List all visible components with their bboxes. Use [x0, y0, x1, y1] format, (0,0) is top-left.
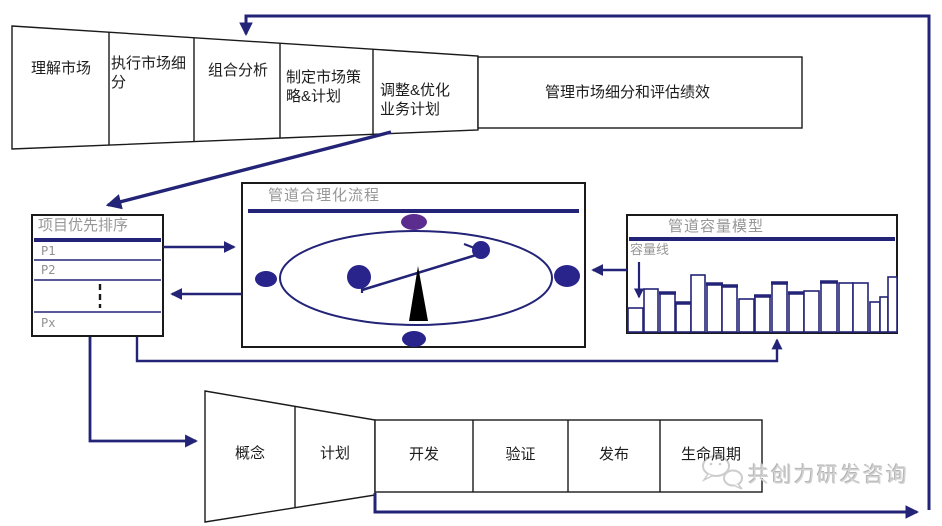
priority-row-p1: P1 [41, 244, 56, 258]
capacity-bar [754, 295, 771, 333]
capacity-bar [803, 290, 820, 333]
stage-label-portfolio-analysis: 组合分析 [207, 62, 268, 79]
capacity-bar [771, 282, 788, 333]
bottom-stage-verify: 验证 [505, 446, 536, 463]
stage-label-understand-market: 理解市场 [30, 60, 91, 77]
capacity-box-title: 管道容量模型 [668, 218, 765, 235]
top-funnel-shape [11, 25, 803, 150]
feedback-top-arrow [239, 14, 931, 510]
pipeline-box-title: 管道合理化流程 [268, 187, 381, 204]
capacity-bar [788, 292, 805, 333]
bottom-stage-release: 发布 [598, 446, 629, 463]
pipeline-ellipse [279, 230, 553, 326]
pipeline-box-shape [241, 182, 586, 348]
dot-left [255, 271, 277, 287]
bottom-stage-plan: 计划 [319, 445, 350, 462]
bottom-stage-develop: 开发 [408, 446, 439, 463]
dot-right [554, 265, 580, 287]
priority-box-title: 项目优先排序 [38, 217, 129, 234]
funnel-to-priority-arrow [105, 130, 392, 210]
capacity-bar [838, 282, 854, 333]
stage-label-market-strategy: 制定市场策略&计划 [286, 69, 362, 105]
seesaw-beam [361, 250, 487, 292]
capacity-title-underline [629, 237, 895, 241]
watermark-text: 共创力研发咨询 [748, 464, 909, 487]
stage-label-adjust-optimize: 调整&优化业务计划 [380, 82, 451, 118]
capacity-bar [887, 276, 898, 333]
dot-top [401, 214, 427, 230]
priority-to-bottom-funnel-arrow [88, 337, 198, 448]
capacity-bar [869, 301, 881, 333]
seesaw-ball-left [347, 265, 371, 289]
capacity-bar [738, 298, 755, 333]
capacity-bar [852, 282, 869, 333]
bottom-funnel-shape [204, 390, 763, 523]
manage-box-label: 管理市场细分和评估绩效 [545, 84, 711, 101]
capacity-line-label: 容量线 [630, 242, 670, 257]
priority-box-shape [31, 214, 164, 337]
seesaw-ball-right [472, 241, 490, 259]
capacity-bar [820, 281, 838, 333]
priority-to-capacity-arrow [135, 337, 783, 363]
capacity-bar [879, 296, 889, 333]
feedback-bottom-arrow [373, 493, 920, 519]
capacity-box-shape [626, 214, 898, 334]
dot-bottom [402, 331, 426, 347]
capacity-bar-chart [627, 274, 898, 333]
capacity-bar [643, 288, 659, 333]
priority-row-p2: P2 [41, 263, 56, 277]
bottom-stage-concept: 概念 [234, 445, 265, 462]
priority-row-px: Px [41, 316, 56, 330]
priority-title-underline [34, 238, 161, 242]
capacity-bar [659, 292, 676, 333]
capacity-bar [721, 285, 738, 333]
capacity-bar [675, 302, 692, 333]
capacity-bar [706, 283, 723, 333]
wechat-logo-icon [701, 455, 743, 490]
seesaw-fulcrum-triangle [409, 266, 428, 321]
capacity-bar [627, 307, 644, 333]
manage-box [477, 56, 803, 129]
connectors [88, 14, 931, 519]
pipeline-title-underline [248, 209, 579, 213]
bottom-stage-lifecycle: 生命周期 [680, 446, 741, 463]
capacity-bar [690, 274, 706, 333]
stage-label-segment-market: 执行市场细分 [111, 55, 187, 91]
